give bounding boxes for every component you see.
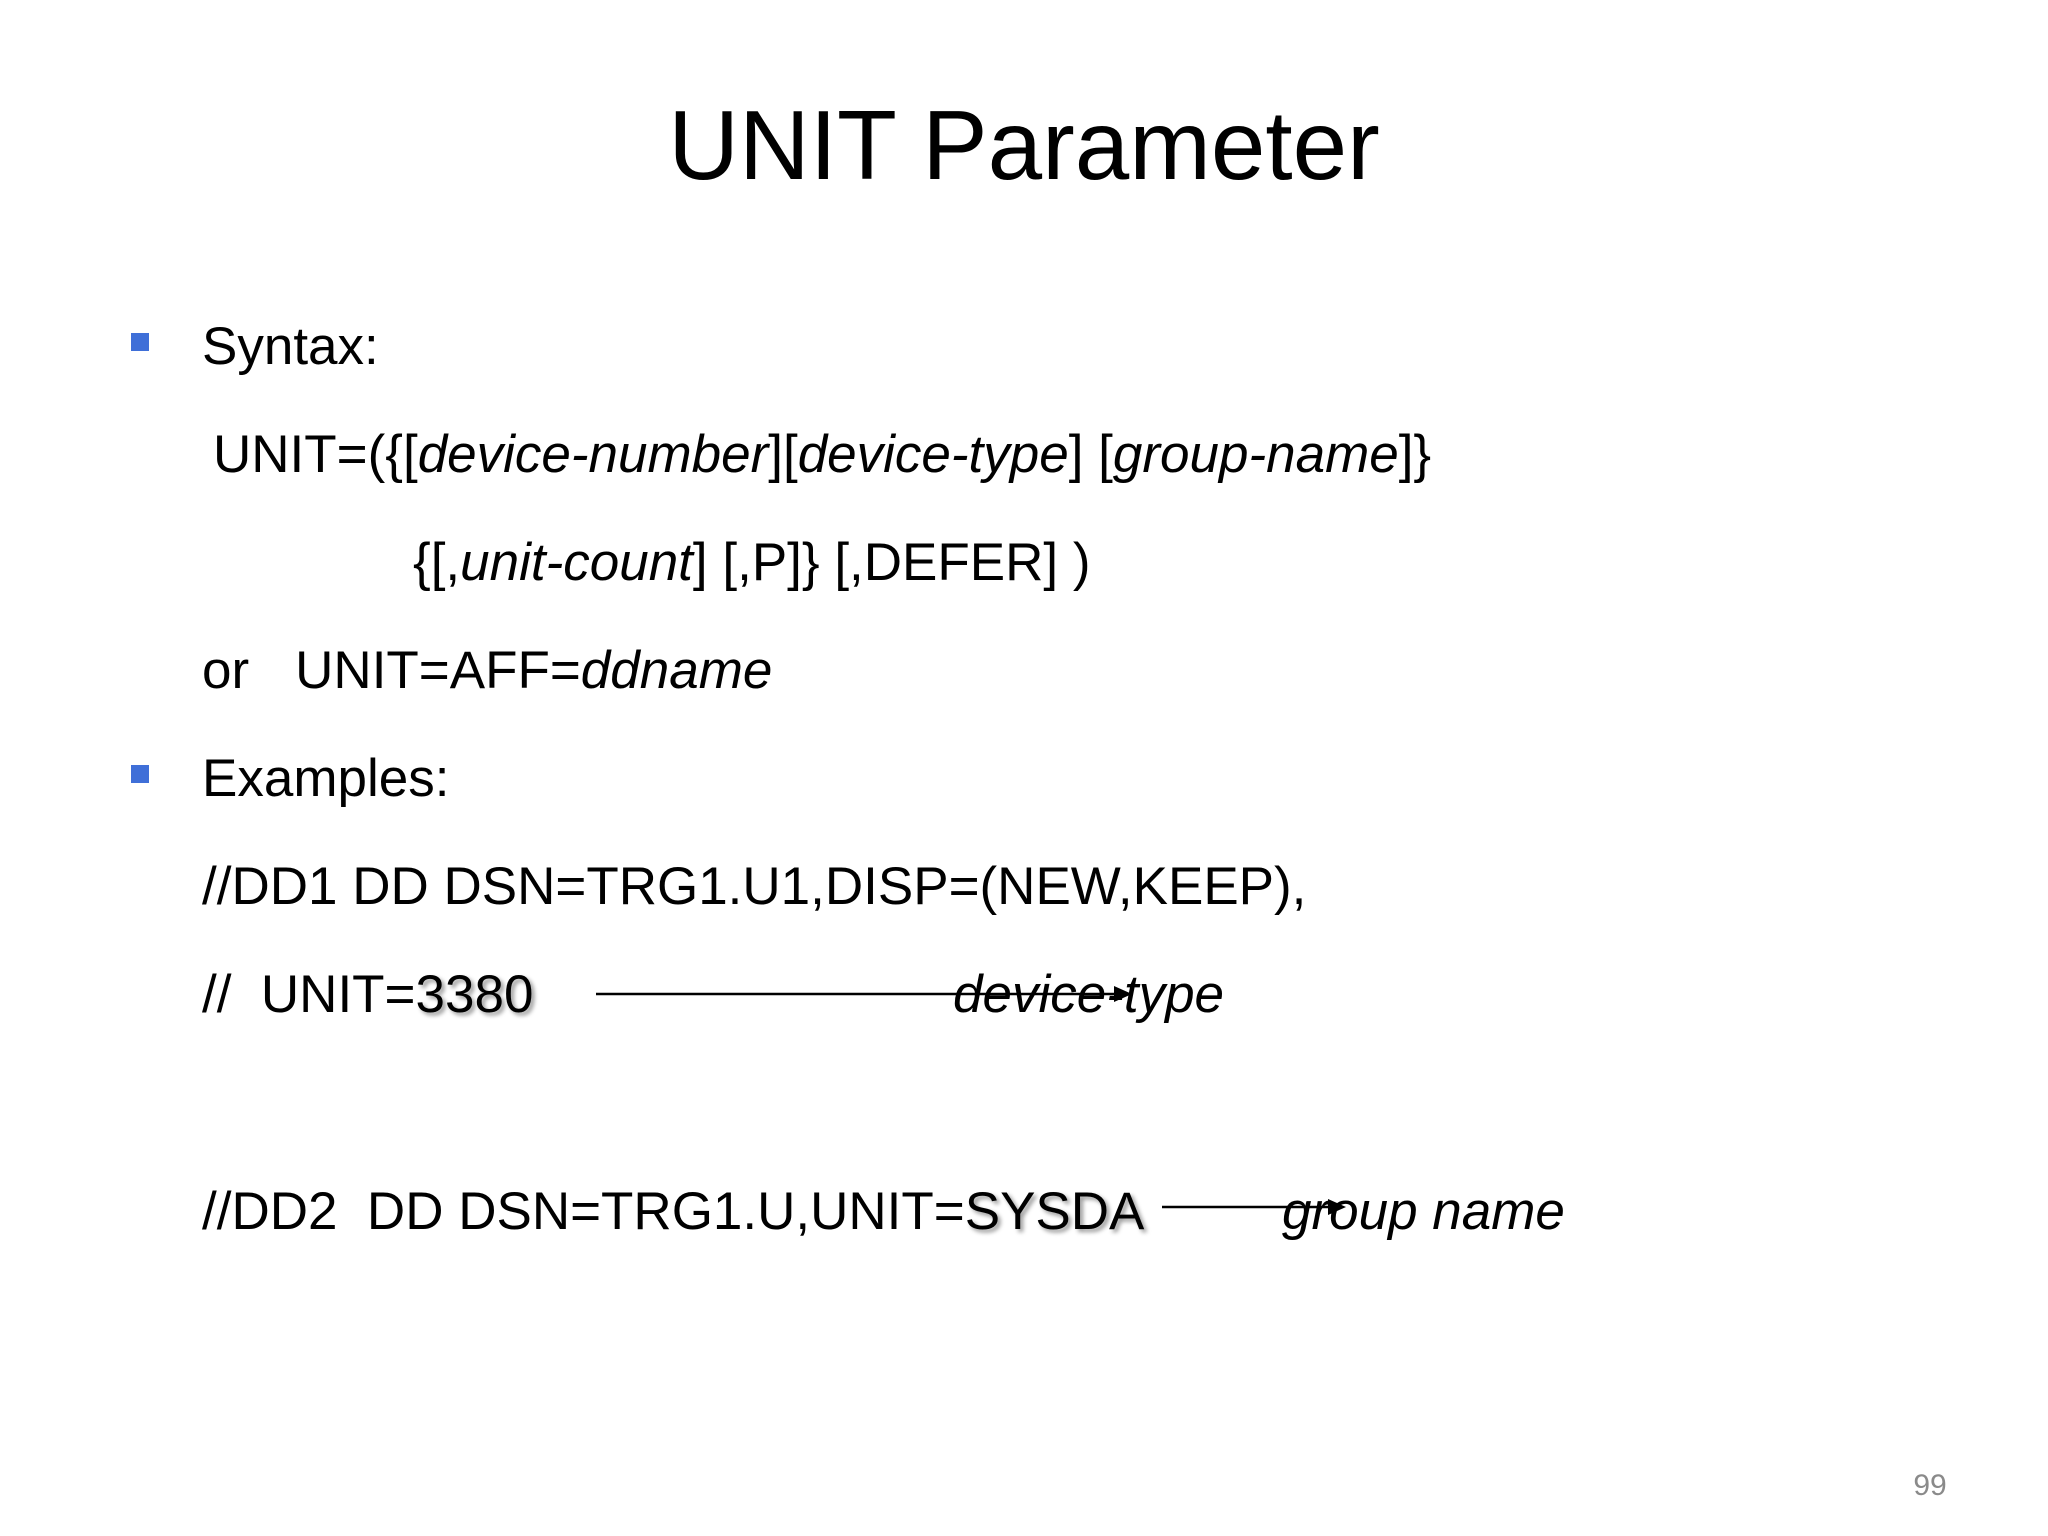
slide-title: UNIT Parameter: [668, 90, 1380, 200]
example-text: //DD2 DD DSN=TRG1.U,UNIT=: [202, 1182, 965, 1241]
arrow-right-icon: [1162, 1199, 1346, 1215]
arrow-right-icon: [596, 986, 1132, 1002]
syntax-text: ] [,P]} [,DEFER] ): [692, 533, 1091, 592]
syntax-line-3: or UNIT=AFF=ddname: [202, 636, 772, 706]
examples-label: Examples:: [202, 749, 450, 808]
bullet-square-icon: [131, 765, 149, 783]
syntax-label: Syntax:: [202, 317, 379, 376]
bullet-square-icon: [131, 333, 149, 351]
example-value-sysda: SYSDA: [964, 1182, 1145, 1241]
syntax-param-ddname: ddname: [580, 641, 773, 700]
example-2-line: //DD2 DD DSN=TRG1.U,UNIT=SYSDA: [202, 1177, 1144, 1247]
syntax-text: UNIT=AFF=: [295, 641, 581, 700]
syntax-param-device-number: device-number: [417, 425, 769, 484]
syntax-text: ]}: [1398, 425, 1432, 484]
syntax-text: UNIT=({[: [213, 425, 418, 484]
syntax-line-1: UNIT=({[device-number][device-type] [gro…: [213, 420, 1431, 490]
example-text: // UNIT=: [202, 965, 416, 1024]
syntax-text: ][: [768, 425, 798, 484]
syntax-param-device-type: device-type: [797, 425, 1069, 484]
page-number: 99: [1913, 1469, 1947, 1502]
syntax-text: {[,: [413, 533, 461, 592]
example-value-3380: 3380: [415, 965, 534, 1024]
example-1-line-1: //DD1 DD DSN=TRG1.U1,DISP=(NEW,KEEP),: [202, 857, 1307, 916]
syntax-param-unit-count: unit-count: [460, 533, 693, 592]
syntax-text: ] [: [1068, 425, 1113, 484]
syntax-param-group-name: group-name: [1112, 425, 1399, 484]
example-1-line-2: // UNIT=3380: [202, 960, 533, 1030]
syntax-or: or: [202, 641, 250, 700]
syntax-line-2: {[,unit-count] [,P]} [,DEFER] ): [413, 528, 1091, 598]
